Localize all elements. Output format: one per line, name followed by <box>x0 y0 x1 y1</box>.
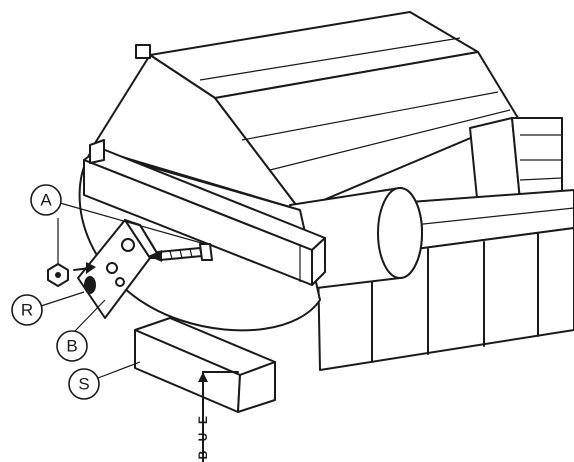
callout-r-label: R <box>21 301 33 320</box>
callout-s: S <box>68 368 100 400</box>
dimension-label-e: E <box>196 416 210 424</box>
callout-b-label: B <box>66 337 77 356</box>
support-block <box>134 317 276 413</box>
callout-r: R <box>11 294 43 326</box>
hopper-body <box>91 11 519 211</box>
dimension-label-u: U <box>196 433 210 442</box>
plate-hole-low <box>115 277 125 287</box>
end-bracket <box>469 117 563 209</box>
plate-hole-top <box>121 238 135 252</box>
bolt <box>148 243 213 262</box>
leader-lines <box>40 202 206 379</box>
callout-a: A <box>30 184 62 216</box>
dimension-label-b: B <box>196 450 210 459</box>
callout-s-label: S <box>78 375 89 394</box>
plate-hole-mid <box>106 262 118 274</box>
callout-b: B <box>56 330 88 362</box>
mounting-plate <box>77 219 161 319</box>
dimension-marker: E U B <box>196 371 239 462</box>
plate-slot <box>84 276 96 294</box>
support-arm <box>83 139 326 286</box>
callout-a-label: A <box>40 191 52 210</box>
